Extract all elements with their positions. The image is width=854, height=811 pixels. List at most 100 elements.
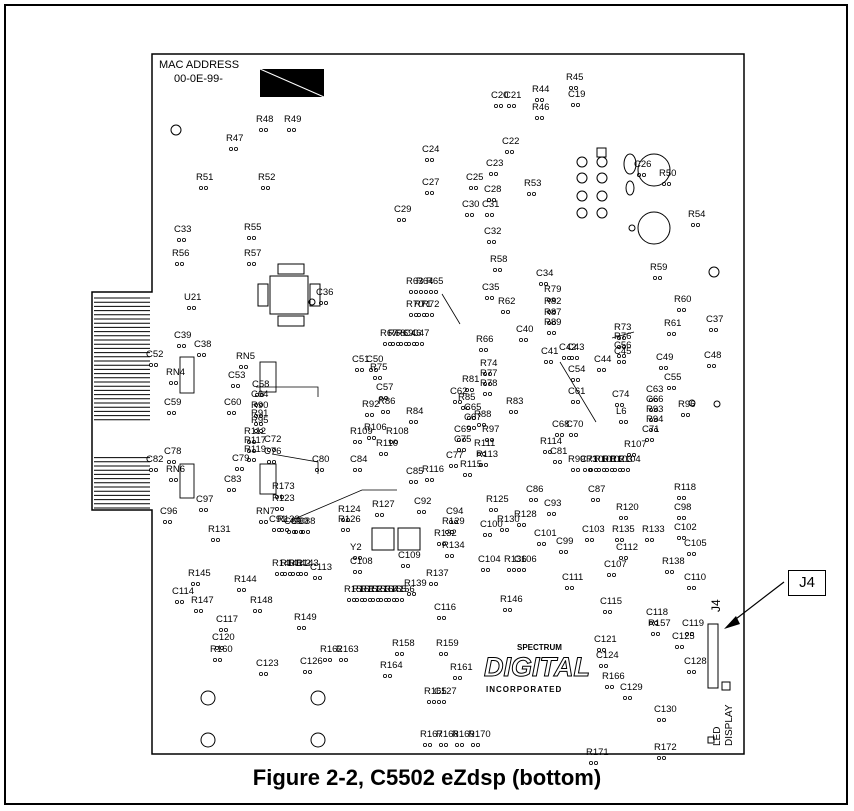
component-c109: C109 [398, 550, 421, 569]
component-label: R155 [384, 584, 407, 595]
component-c124: C124 [596, 650, 619, 669]
component-label: C44 [594, 354, 611, 365]
component-r75: R75 [370, 362, 387, 380]
component-r125: R125 [486, 494, 509, 512]
component-c86: C86 [526, 484, 543, 502]
component-c76: C76 [264, 446, 281, 464]
component-label: R63 [406, 276, 423, 287]
component-label: C66 [646, 394, 663, 405]
component-label: C23 [486, 158, 503, 169]
component-label: R134 [442, 540, 465, 551]
component-c113: C113 [310, 562, 332, 581]
component-r91: R91 [251, 408, 268, 426]
component-label: R169 [452, 729, 475, 740]
component-c19: C19 [568, 89, 585, 108]
component-c106: C106 [514, 554, 537, 573]
component-r46: R46 [532, 102, 549, 121]
component-r64: R64 [416, 276, 433, 294]
component-label: C36 [316, 287, 333, 298]
component-label: R171 [586, 747, 609, 758]
component-c20: C20 [491, 90, 508, 109]
component-c101: C101 [534, 528, 557, 547]
component-label: C86 [526, 484, 543, 495]
component-label: C118 [646, 607, 668, 618]
component-label: R127 [372, 499, 395, 510]
component-label: C68 [552, 419, 569, 430]
component-c41: C41 [541, 346, 558, 364]
component-c78: C78 [164, 446, 181, 464]
component-label: R138 [662, 556, 685, 567]
component-label: C43 [567, 342, 584, 353]
component-c39: C39 [174, 330, 191, 348]
component-label: R161 [450, 662, 473, 673]
component-c120: C120 [212, 632, 235, 651]
component-label: R75 [370, 362, 387, 373]
component-label: R164 [380, 660, 403, 671]
j4-board-label: J4 [709, 599, 723, 612]
component-c114: C114 [172, 586, 194, 605]
component-label: RN5 [236, 351, 255, 362]
component-r147: R147 [191, 595, 214, 614]
component-label: R170 [468, 729, 491, 740]
component-r128: R128 [514, 509, 537, 528]
component-c49: C49 [656, 352, 673, 370]
component-label: R82 [544, 296, 561, 307]
logo-bottom: INCORPORATED [486, 685, 562, 694]
component-label: C79 [232, 453, 249, 464]
component-label: R153 [368, 584, 391, 595]
component-label: C102 [674, 522, 697, 533]
component-label: R115 [460, 459, 482, 470]
component-c130: C130 [654, 704, 677, 723]
component-c102: C102 [674, 522, 697, 541]
component-c90: C90 [291, 516, 308, 535]
component-label: C67 [464, 412, 481, 423]
component-c29: C29 [394, 204, 411, 222]
component-label: C114 [172, 586, 194, 597]
component-c99: C99 [556, 536, 573, 555]
component-c66: C66 [646, 394, 663, 412]
component-label: R117 [244, 435, 266, 446]
component-label: C100 [480, 519, 503, 530]
component-c40: C40 [516, 324, 533, 342]
component-label: R122 [277, 514, 300, 525]
component-label: C104 [478, 554, 501, 565]
component-c61: C61 [568, 386, 585, 404]
component-label: R120 [616, 502, 639, 513]
component-r160: R160 [210, 644, 233, 663]
component-label: C116 [434, 602, 456, 613]
component-label: R158 [392, 638, 415, 649]
component-label: C88 [298, 516, 315, 527]
component-label: R130 [497, 514, 520, 525]
component-label: R150 [344, 584, 367, 595]
component-label: R64 [416, 276, 433, 287]
component-r52: R52 [258, 172, 275, 190]
component-r127: R127 [372, 499, 395, 517]
component-r171: R171 [586, 747, 609, 766]
component-c44: C44 [594, 354, 611, 372]
component-c82: C82 [146, 454, 163, 472]
component-label: C34 [536, 268, 553, 279]
component-label: C107 [604, 559, 627, 570]
component-u21: U21 [184, 292, 201, 310]
j4-connector [707, 623, 731, 744]
component-label: R131 [208, 524, 231, 535]
component-label: R65 [426, 276, 443, 287]
component-c129: C129 [620, 682, 643, 701]
component-r137: R137 [426, 568, 449, 587]
component-r114: R114 [540, 436, 562, 454]
component-label: C115 [600, 596, 622, 607]
component-label: C73 [580, 454, 597, 465]
component-label: RN6 [166, 464, 185, 475]
component-r164: R164 [380, 660, 403, 679]
component-c115: C115 [600, 596, 622, 615]
component-c34: C34 [536, 268, 553, 286]
component-label: C119 [682, 618, 704, 629]
component-c111: C111 [562, 572, 583, 591]
component-label: R93 [646, 404, 663, 415]
component-label: R61 [664, 318, 681, 329]
component-c24: C24 [422, 144, 439, 162]
component-r169: R169 [452, 729, 475, 748]
component-r124: R124 [338, 504, 361, 523]
component-c85: C85 [406, 466, 423, 484]
component-c52: C52 [146, 349, 163, 367]
